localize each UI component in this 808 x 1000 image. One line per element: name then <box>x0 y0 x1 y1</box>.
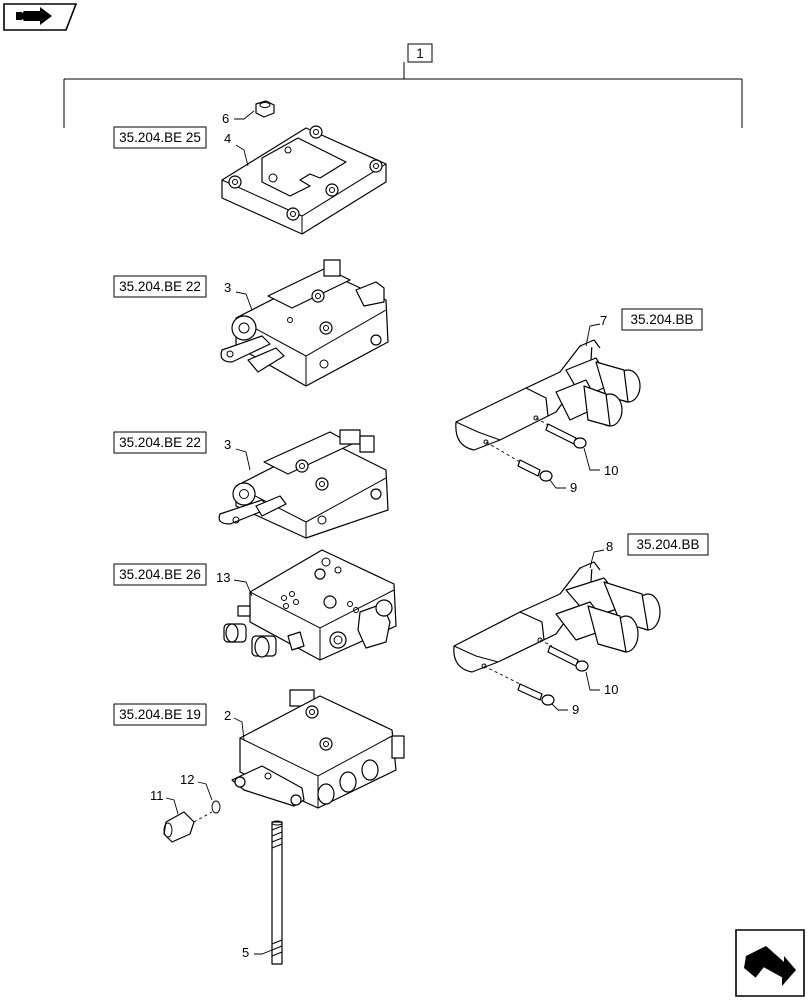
bolt-10b <box>547 645 589 672</box>
tie-rod-part <box>271 820 283 965</box>
callout-11: 11 <box>150 788 164 803</box>
reference-box-be26[interactable]: 35.204.BE 26 <box>113 563 207 586</box>
bolt-9b <box>517 683 555 706</box>
reference-box-be19[interactable]: 35.204.BE 19 <box>113 703 207 726</box>
callout-9a: 9 <box>570 480 577 495</box>
callout-2: 2 <box>224 708 231 723</box>
cover-plate-part <box>221 125 387 235</box>
reference-box-be22-a[interactable]: 35.204.BE 22 <box>113 275 207 298</box>
svg-text:35.204.BB: 35.204.BB <box>630 312 693 327</box>
coupler-b-upper <box>565 577 661 631</box>
svg-text:35.204.BE 19: 35.204.BE 19 <box>119 707 201 722</box>
nut-part <box>255 100 275 118</box>
coupler-block-b <box>453 561 661 685</box>
svg-text:35.204.BE 25: 35.204.BE 25 <box>119 130 201 145</box>
svg-text:35.204.BE 26: 35.204.BE 26 <box>119 567 201 582</box>
assembly-bracket: 1 <box>63 43 743 128</box>
bolt-9a <box>517 459 553 482</box>
callout-10a: 10 <box>604 463 618 478</box>
callout-3a: 3 <box>224 280 231 295</box>
end-valve-section <box>231 689 405 809</box>
reference-box-bb-a[interactable]: 35.204.BB <box>621 308 703 331</box>
svg-text:35.204.BB: 35.204.BB <box>636 537 699 552</box>
bolt-10a <box>545 423 587 449</box>
o-ring-part <box>211 800 221 814</box>
plug-fitting-part <box>163 811 213 843</box>
callout-13: 13 <box>216 570 230 585</box>
valve-section-a <box>220 259 389 387</box>
valve-section-b <box>218 429 389 539</box>
coupler-b-lower <box>555 601 639 653</box>
arrow-right-icon[interactable] <box>3 3 78 31</box>
coupler-a-lower <box>555 379 623 427</box>
svg-text:35.204.BE 22: 35.204.BE 22 <box>119 279 201 294</box>
folded-arrow-icon[interactable] <box>735 929 805 997</box>
svg-text:35.204.BE 22: 35.204.BE 22 <box>119 435 201 450</box>
callout-8: 8 <box>606 539 613 554</box>
callout-12: 12 <box>180 772 194 787</box>
callout-10b: 10 <box>604 682 618 697</box>
callout-9b: 9 <box>572 702 579 717</box>
reference-box-be22-b[interactable]: 35.204.BE 22 <box>113 431 207 454</box>
reference-box-be25[interactable]: 35.204.BE 25 <box>113 126 207 149</box>
callout-5: 5 <box>242 945 249 960</box>
valve-section-ports <box>223 549 397 661</box>
coupler-block-a <box>455 339 641 463</box>
callout-4: 4 <box>224 131 231 146</box>
reference-box-bb-b[interactable]: 35.204.BB <box>627 533 709 556</box>
callout-7: 7 <box>600 313 607 328</box>
callout-6: 6 <box>222 111 229 126</box>
callout-3b: 3 <box>224 437 231 452</box>
assembly-label: 1 <box>416 46 424 61</box>
